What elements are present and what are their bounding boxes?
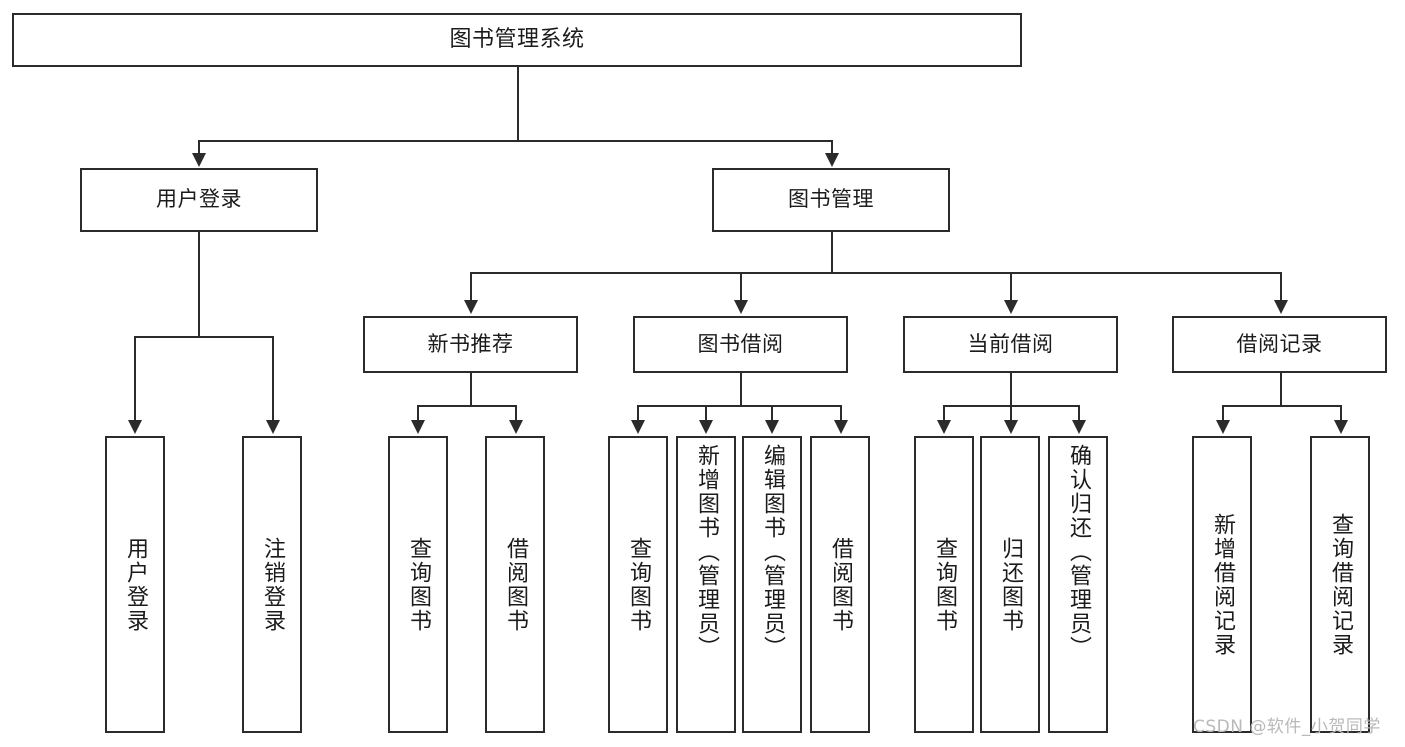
connector-br-to-leaf-1: [1222, 405, 1224, 422]
connector-bb-to-leaf-4: [840, 405, 842, 422]
node-user-login[interactable]: 用户登录: [80, 168, 318, 232]
connector-bm-to-new-book-recommend: [470, 272, 472, 302]
connector-bm-to-borrow-record: [1280, 272, 1282, 302]
arrowhead-cb-confirm-return: [1072, 420, 1086, 434]
leaf-query-book-borrow[interactable]: 查询图书: [608, 436, 668, 733]
arrowhead-user-login: [192, 153, 206, 167]
connector-bb-to-leaf-2: [705, 405, 707, 422]
leaf-query-borrow-record[interactable]: 查询借阅记录: [1310, 436, 1370, 733]
connector-br-stem: [1280, 373, 1282, 405]
connector-user-login-to-leaf-2: [272, 336, 274, 422]
connector-root-to-book-management: [831, 140, 833, 156]
connector-user-login-to-leaf-1: [134, 336, 136, 422]
connector-bm-to-book-borrow: [740, 272, 742, 302]
connector-br-bus: [1222, 405, 1340, 407]
arrowhead-leaf-user-login: [128, 420, 142, 434]
arrowhead-cb-return-book: [1004, 420, 1018, 434]
arrowhead-nbr-borrow-book: [509, 420, 523, 434]
arrowhead-book-management: [825, 153, 839, 167]
leaf-confirm-return-admin[interactable]: 确认归还（管理员）: [1048, 436, 1108, 733]
leaf-logout[interactable]: 注销登录: [242, 436, 302, 733]
arrowhead-bb-borrow-book: [834, 420, 848, 434]
node-new-book-recommend[interactable]: 新书推荐: [363, 316, 578, 373]
leaf-add-book-admin[interactable]: 新增图书（管理员）: [676, 436, 736, 733]
connector-bb-to-leaf-1: [637, 405, 639, 422]
arrowhead-bb-edit-book: [765, 420, 779, 434]
arrowhead-nbr-query-book: [411, 420, 425, 434]
connector-nbr-to-leaf-1: [417, 405, 419, 422]
arrowhead-bb-query-book: [631, 420, 645, 434]
leaf-edit-book-admin[interactable]: 编辑图书（管理员）: [742, 436, 802, 733]
connector-user-login-bus: [134, 336, 272, 338]
arrowhead-new-book-recommend: [464, 300, 478, 314]
connector-cb-stem: [1010, 373, 1012, 405]
connector-bb-to-leaf-3: [771, 405, 773, 422]
leaf-return-book[interactable]: 归还图书: [980, 436, 1040, 733]
connector-root-stem: [517, 67, 519, 140]
connector-book-management-bus: [470, 272, 1280, 274]
connector-bm-to-current-borrow: [1010, 272, 1012, 302]
leaf-query-book-current[interactable]: 查询图书: [914, 436, 974, 733]
arrowhead-borrow-record: [1274, 300, 1288, 314]
leaf-borrow-book-recommend[interactable]: 借阅图书: [485, 436, 545, 733]
node-current-borrow[interactable]: 当前借阅: [903, 316, 1118, 373]
leaf-borrow-book[interactable]: 借阅图书: [810, 436, 870, 733]
connector-user-login-stem: [198, 232, 200, 336]
connector-root-to-user-login: [198, 140, 200, 156]
node-book-borrow[interactable]: 图书借阅: [633, 316, 848, 373]
connector-book-management-stem: [831, 232, 833, 272]
arrowhead-leaf-logout: [266, 420, 280, 434]
connector-nbr-bus: [417, 405, 515, 407]
connector-root-bus: [198, 140, 831, 142]
arrowhead-current-borrow: [1004, 300, 1018, 314]
connector-bb-stem: [740, 373, 742, 405]
connector-cb-to-leaf-3: [1078, 405, 1080, 422]
connector-br-to-leaf-2: [1340, 405, 1342, 422]
csdn-watermark: CSDN @软件_小贺同学: [1193, 717, 1381, 737]
connector-cb-to-leaf-1: [943, 405, 945, 422]
arrowhead-br-add-record: [1216, 420, 1230, 434]
connector-nbr-stem: [470, 373, 472, 405]
leaf-user-login[interactable]: 用户登录: [105, 436, 165, 733]
arrowhead-br-query-record: [1334, 420, 1348, 434]
connector-nbr-to-leaf-2: [515, 405, 517, 422]
node-root-book-management-system[interactable]: 图书管理系统: [12, 13, 1022, 67]
connector-cb-to-leaf-2: [1010, 405, 1012, 422]
node-borrow-record[interactable]: 借阅记录: [1172, 316, 1387, 373]
arrowhead-bb-add-book: [699, 420, 713, 434]
leaf-add-borrow-record[interactable]: 新增借阅记录: [1192, 436, 1252, 733]
node-book-management[interactable]: 图书管理: [712, 168, 950, 232]
connector-bb-bus: [637, 405, 840, 407]
arrowhead-book-borrow: [734, 300, 748, 314]
arrowhead-cb-query-book: [937, 420, 951, 434]
leaf-query-book-recommend[interactable]: 查询图书: [388, 436, 448, 733]
